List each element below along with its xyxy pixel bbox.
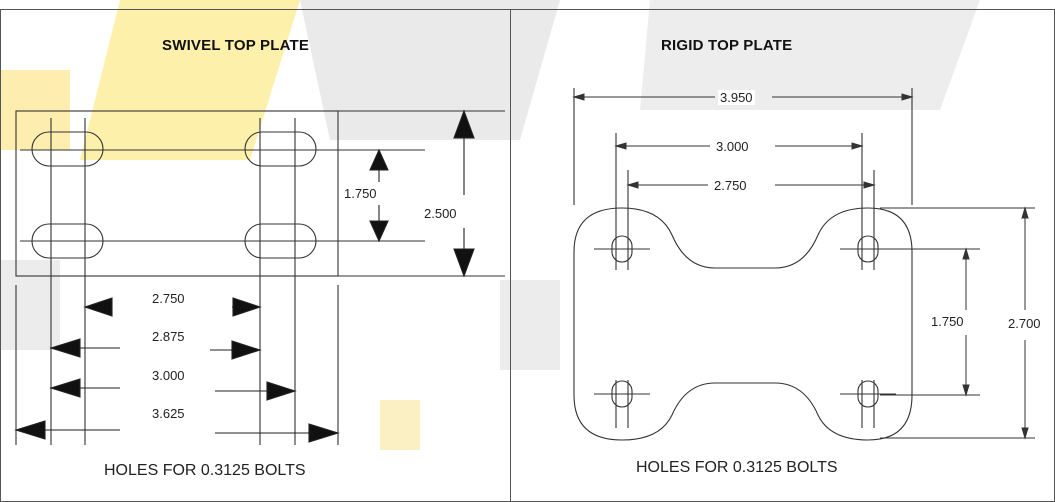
- swivel-plate-outline: [15, 110, 339, 277]
- watermark: [0, 0, 980, 450]
- swivel-dim-3625: 3.625: [152, 406, 185, 421]
- rigid-dim-3000: 3.000: [714, 139, 751, 154]
- slot-top-left: [31, 131, 104, 167]
- rigid-dim-2700: 2.700: [1008, 316, 1041, 331]
- slot-top-right: [244, 131, 317, 167]
- slot-bottom-left: [31, 223, 104, 259]
- swivel-dim-2500: 2.500: [424, 206, 457, 221]
- swivel-plate-drawing: [15, 110, 505, 445]
- rigid-dim-1750: 1.750: [931, 314, 964, 329]
- slot-bottom-right: [244, 223, 317, 259]
- swivel-dim-1750: 1.750: [344, 186, 377, 201]
- swivel-dim-2750: 2.750: [152, 291, 185, 306]
- rigid-dim-3950: 3.950: [718, 90, 755, 105]
- rigid-note: HOLES FOR 0.3125 BOLTS: [636, 459, 838, 476]
- rigid-plate-drawing: [573, 88, 1035, 441]
- swivel-dim-3000: 3.000: [152, 368, 185, 383]
- swivel-dimension-arrows: [14, 109, 475, 443]
- rigid-dimension-lines: [572, 93, 1029, 440]
- swivel-dim-2875: 2.875: [152, 329, 185, 344]
- rigid-title: RIGID TOP PLATE: [661, 37, 793, 54]
- rigid-plate-outline: [573, 207, 913, 441]
- swivel-note: HOLES FOR 0.3125 BOLTS: [104, 462, 306, 479]
- rigid-dim-2750: 2.750: [712, 178, 749, 193]
- swivel-title: SWIVEL TOP PLATE: [162, 37, 310, 54]
